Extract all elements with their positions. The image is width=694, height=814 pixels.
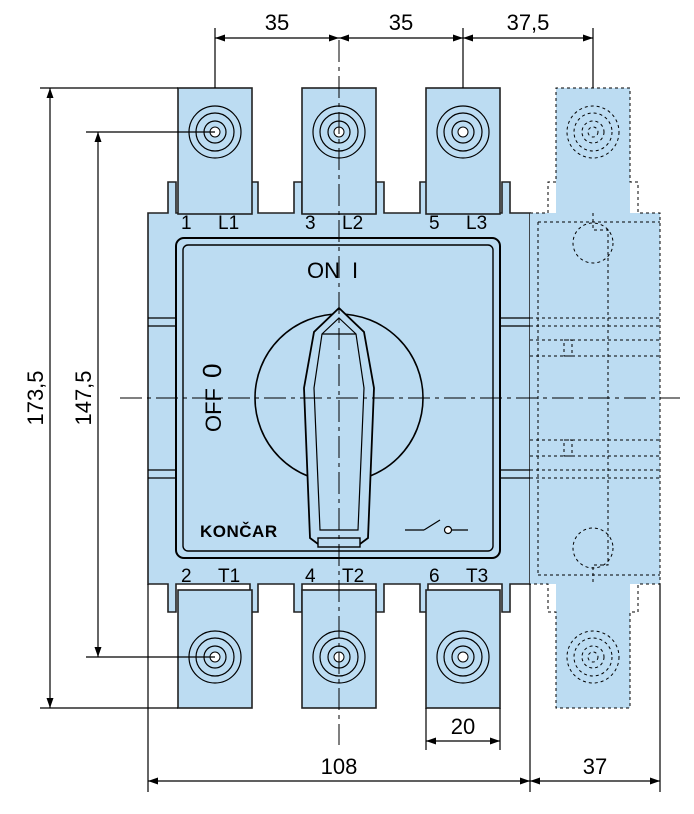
dim-top-pitch-1: 35 [265,10,289,35]
switch-symbol-icon [405,519,468,535]
dim-terminal-width: 20 [451,714,475,739]
on-symbol: I [352,258,358,283]
terminal-number-2: 2 [181,566,192,587]
bottom-terminal-1 [177,589,253,709]
dimension-lines [40,28,661,792]
top-terminal-1 [177,87,253,215]
terminal-number-4: 4 [305,566,316,587]
terminal-label-l3: L3 [466,213,487,234]
dim-height-inner: 147,5 [71,370,96,425]
terminal-label-t2: T2 [342,566,364,587]
on-label: ON [307,258,340,283]
rotary-handle[interactable] [303,306,375,548]
terminal-number-3: 3 [305,213,316,234]
brand-logo: KONČAR [200,522,278,541]
bottom-terminal-3 [425,589,501,709]
terminal-number-5: 5 [429,213,440,234]
terminal-number-6: 6 [429,566,440,587]
dim-height-outer: 173,5 [23,370,48,425]
dim-top-pitch-2: 35 [389,10,413,35]
terminal-label-l2: L2 [342,213,363,234]
terminal-label-t1: T1 [218,566,240,587]
off-label: OFF [201,388,226,432]
dim-body-width: 108 [321,754,358,779]
terminal-label-t3: T3 [466,566,488,587]
terminal-number-1: 1 [181,213,192,234]
top-terminal-3 [425,87,501,215]
dim-top-aux: 37,5 [507,10,550,35]
terminal-label-l1: L1 [218,213,239,234]
dim-aux-width: 37 [583,754,607,779]
off-symbol: 0 [197,364,227,378]
